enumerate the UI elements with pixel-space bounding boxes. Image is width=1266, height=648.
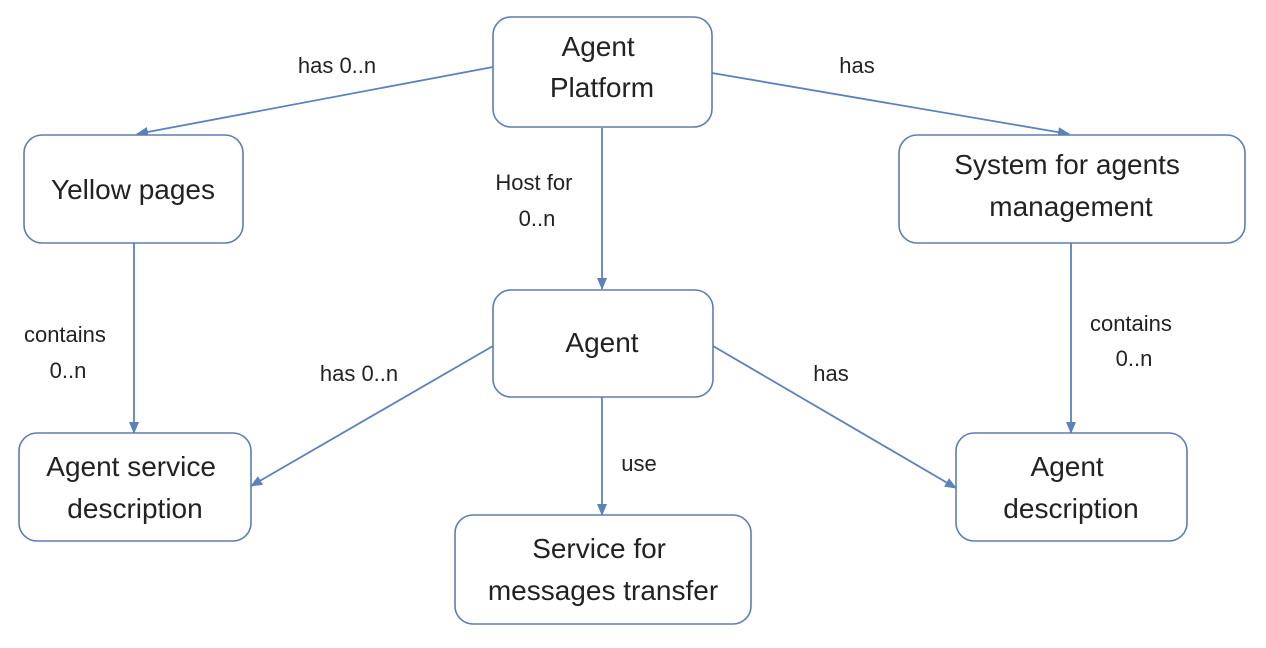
node-box [955,432,1188,542]
node-box [492,289,714,398]
node-label-line: description [67,493,202,524]
edge-label-line: Host for [495,170,572,195]
edges [129,66,1076,516]
edge-label-line: has 0..n [298,53,376,78]
node-system-for-agents-management: System for agents management [898,134,1246,244]
edge-label-agent-service-desc: has 0..n [320,361,398,386]
node-label: System for agents management [954,149,1187,222]
node-label-line: Agent [565,327,638,358]
node-label-line: Agent [1031,451,1104,482]
edge-agent-to-service-desc [250,345,494,487]
node-box [454,514,752,625]
node-box [898,134,1246,244]
node-box [23,134,244,244]
node-label-line: Platform [550,72,654,103]
node-label: Agent service description [46,451,223,524]
node-box [492,16,713,128]
node-label-line: Agent service [46,451,216,482]
node-label-line: Yellow pages [51,174,215,205]
edge-label-line: 0..n [519,206,556,231]
node-label-line: description [1003,493,1138,524]
node-service-for-messages-transfer: Service for messages transfer [454,514,752,625]
edge-platform-to-system [711,72,1070,138]
node-label-line: management [989,191,1153,222]
node-label: Agent Platform [550,31,654,103]
edge-label-platform-agent: Host for 0..n [495,170,578,231]
edge-labels: has 0..n has Host for 0..n contains 0..n… [24,53,1178,476]
edge-label-agent-messages: use [621,451,656,476]
node-yellow-pages: Yellow pages [23,134,244,244]
edge-agent-to-agent-desc [712,345,957,489]
edge-label-agent-agent-desc: has [813,361,848,386]
node-label-line: Agent [562,31,635,62]
node-label: Agent description [1003,451,1138,524]
node-label: Service for messages transfer [488,533,718,606]
node-agent-service-description: Agent service description [18,432,252,542]
edge-label-yellow-pages-service-desc: contains 0..n [24,322,112,383]
edge-label-line: contains [1090,311,1172,336]
edge-label-line: 0..n [50,358,87,383]
node-agent-description: Agent description [955,432,1188,542]
edge-label-line: has 0..n [320,361,398,386]
node-label-line: messages transfer [488,575,718,606]
edge-label-line: contains [24,322,106,347]
edge-platform-to-yellow-pages [136,66,494,137]
node-agent: Agent [492,289,714,398]
edge-label-line: use [621,451,656,476]
node-label-line: Service for [532,533,666,564]
edge-label-platform-yellow-pages: has 0..n [298,53,376,78]
node-label-line: System for agents [954,149,1180,180]
edge-label-platform-system: has [839,53,874,78]
edge-label-line: 0..n [1116,346,1153,371]
node-label: Yellow pages [51,174,215,205]
edge-label-line: has [839,53,874,78]
node-label: Agent [565,327,638,358]
node-box [18,432,252,542]
edge-label-system-agent-desc: contains 0..n [1090,311,1178,371]
node-agent-platform: Agent Platform [492,16,713,128]
edge-label-line: has [813,361,848,386]
